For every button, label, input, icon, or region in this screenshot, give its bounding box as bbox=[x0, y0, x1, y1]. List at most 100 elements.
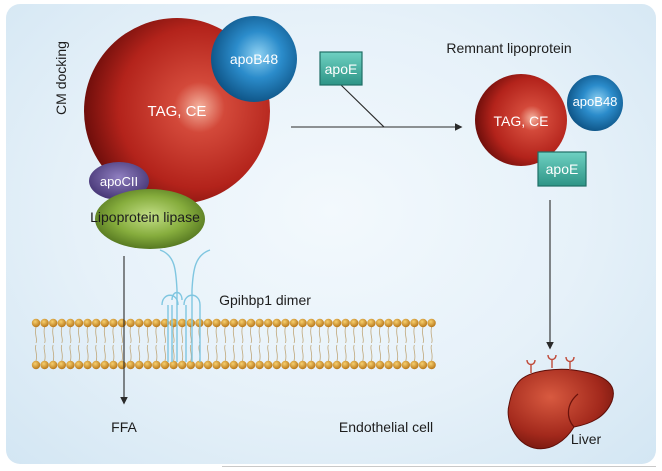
lipid-tail bbox=[86, 326, 89, 362]
lipid-tail bbox=[379, 326, 381, 362]
lipid-tail bbox=[172, 326, 175, 362]
lipid-head bbox=[281, 318, 290, 328]
lipid-head bbox=[393, 360, 402, 370]
lipid-tail bbox=[387, 326, 390, 362]
lipid-tail bbox=[267, 326, 270, 362]
lipid-head bbox=[418, 360, 428, 370]
lipid-head bbox=[324, 360, 333, 370]
lipid-head bbox=[100, 360, 110, 370]
lipid-head bbox=[57, 360, 66, 370]
apoe-free-box bbox=[319, 51, 363, 86]
lipid-head bbox=[315, 318, 324, 328]
lipid-tail bbox=[181, 326, 184, 362]
lipid-head bbox=[83, 360, 92, 370]
arrow-tail bbox=[291, 84, 386, 128]
lipid-tail bbox=[327, 326, 330, 362]
remnant-tag-ce-label: TAG, CE bbox=[494, 113, 549, 129]
lipid-head bbox=[186, 318, 195, 328]
lipid-tail bbox=[138, 326, 141, 362]
lipid-tail bbox=[396, 326, 399, 362]
lipid-head bbox=[117, 318, 127, 328]
lipid-tail bbox=[310, 326, 313, 362]
lipid-head bbox=[229, 360, 238, 370]
lipid-head bbox=[57, 318, 66, 328]
lipid-head bbox=[298, 360, 307, 370]
apob48-protein bbox=[211, 16, 297, 102]
lipid-head bbox=[246, 318, 256, 328]
lipid-tail bbox=[155, 326, 158, 362]
lipid-tail bbox=[121, 326, 123, 362]
lipid-head bbox=[393, 318, 402, 328]
apoe-free-label: apoE bbox=[325, 61, 358, 77]
lipid-head bbox=[126, 318, 135, 328]
lipid-head bbox=[341, 318, 350, 328]
lipid-tail bbox=[344, 326, 347, 362]
lipid-head bbox=[229, 318, 238, 328]
lipid-head bbox=[358, 318, 367, 328]
lipid-head bbox=[152, 360, 161, 370]
lipid-head bbox=[83, 318, 92, 328]
lipid-tail bbox=[189, 326, 192, 362]
lipid-head bbox=[178, 360, 187, 370]
lipid-tail bbox=[404, 326, 407, 362]
lipoprotein-lipase-label: Lipoprotein lipase bbox=[90, 209, 200, 225]
lipid-head bbox=[49, 318, 58, 328]
lipid-head bbox=[332, 360, 342, 370]
apocii-label: apoCII bbox=[100, 174, 138, 189]
lipid-head bbox=[427, 360, 436, 370]
gpihbp1-label: Gpihbp1 dimer bbox=[219, 292, 311, 308]
lipid-head bbox=[92, 318, 101, 328]
lipid-head bbox=[31, 318, 41, 328]
lipid-head bbox=[212, 318, 221, 328]
lipid-head bbox=[238, 360, 247, 370]
lipid-head bbox=[410, 318, 419, 328]
lipid-head bbox=[350, 360, 359, 370]
lipid-head bbox=[384, 360, 393, 370]
lipid-head bbox=[49, 360, 58, 370]
gpihbp1-dimer bbox=[159, 249, 211, 362]
lipid-tail bbox=[43, 326, 46, 362]
lipid-head bbox=[427, 318, 436, 328]
lipid-tail bbox=[361, 326, 364, 362]
lipid-head bbox=[350, 318, 359, 328]
footer-rule bbox=[222, 466, 656, 467]
lipid-head bbox=[401, 360, 410, 370]
lipid-head bbox=[341, 360, 350, 370]
lipid-tail bbox=[103, 326, 106, 362]
lipid-head bbox=[307, 360, 316, 370]
lipid-head bbox=[289, 318, 299, 328]
lipid-head bbox=[143, 360, 152, 370]
lipid-tail bbox=[129, 326, 132, 362]
lipid-head bbox=[212, 360, 221, 370]
lipid-tail bbox=[241, 326, 244, 362]
lipid-tail bbox=[215, 326, 218, 362]
lipid-head bbox=[324, 318, 333, 328]
lipid-head bbox=[367, 318, 376, 328]
remnant-apoe-label: apoE bbox=[546, 161, 579, 177]
lipid-tail bbox=[224, 326, 227, 362]
lipid-tail bbox=[250, 326, 252, 362]
lipid-head bbox=[238, 318, 247, 328]
lipid-head bbox=[384, 318, 393, 328]
lipid-head bbox=[195, 360, 204, 370]
lipid-head bbox=[367, 360, 376, 370]
remnant-apob48-label: apoB48 bbox=[573, 94, 618, 109]
lipid-tail bbox=[35, 326, 37, 362]
lipid-head bbox=[31, 360, 41, 370]
remnant-apob48-protein bbox=[567, 75, 623, 131]
lipid-head bbox=[143, 318, 152, 328]
lipid-tail bbox=[293, 326, 295, 362]
lipid-tail bbox=[413, 326, 416, 362]
lipid-tail bbox=[301, 326, 304, 362]
lipid-head bbox=[92, 360, 101, 370]
lipid-head bbox=[109, 318, 118, 328]
lipoprotein-lipase bbox=[95, 189, 205, 249]
endothelial-cell-label: Endothelial cell bbox=[339, 419, 433, 435]
lipid-tail bbox=[370, 326, 373, 362]
lipid-head bbox=[289, 360, 299, 370]
lipid-head bbox=[418, 318, 428, 328]
lipid-tail bbox=[232, 326, 235, 362]
lipid-head bbox=[358, 360, 367, 370]
